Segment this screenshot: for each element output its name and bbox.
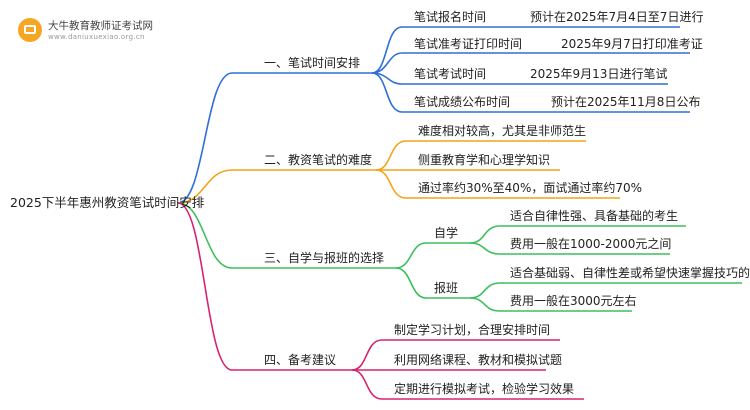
branch-1-label: 一、笔试时间安排 [264,56,361,70]
branch-2-lines [177,140,620,204]
branch-3-sub-1-item-2: 费用一般在1000-2000元之间 [510,237,672,251]
branch-4-item-3: 定期进行模拟考试，检验学习效果 [394,382,575,396]
branch-4-item-2: 利用网络课程、教材和模拟试题 [394,353,563,367]
branch-1-item-4-label: 笔试成绩公布时间 [414,95,511,109]
branch-1-item-3-label: 笔试考试时间 [414,67,487,81]
branch-3-label: 三、自学与报班的选择 [264,251,385,265]
branch-1-item-2-value: 2025年9月7日打印准考证 [561,37,703,51]
logo-title: 大牛教育教师证考试网 [48,20,153,32]
branch-1-item-1-label: 笔试报名时间 [414,10,487,24]
branch-2-item-2: 侧重教育学和心理学知识 [418,153,551,167]
branch-3-sub-2-item-1: 适合基础弱、自律性差或希望快速掌握技巧的考生 [510,266,750,280]
branch-3-lines [177,202,742,312]
branch-1-item-4-value: 预计在2025年11月8日公布 [551,95,701,109]
branch-3-sub-1-item-1: 适合自律性强、具备基础的考生 [510,209,679,223]
branch-3-sub-1-label: 自学 [434,226,459,240]
branch-4-item-1: 制定学习计划，合理安排时间 [394,323,551,337]
branch-1-item-3-value: 2025年9月13日进行笔试 [530,67,668,81]
branch-2-item-1: 难度相对较高，尤其是非师范生 [418,124,587,138]
branch-3-sub-2-item-2: 费用一般在3000元左右 [510,294,637,308]
site-logo: 大牛教育教师证考试网 www.daniuxuexiao.org.cn [14,12,164,46]
book-icon [18,18,42,42]
branch-4-label: 四、备考建议 [264,353,337,367]
branch-1-item-2-label: 笔试准考证打印时间 [414,37,523,51]
branch-1-lines [177,26,690,204]
branch-2-label: 二、教资笔试的难度 [264,153,373,167]
branch-3-sub-2-label: 报班 [434,281,459,295]
branch-1-item-1-value: 预计在2025年7月4日至7日进行 [530,10,704,24]
logo-url: www.daniuxuexiao.org.cn [48,33,145,41]
root-node: 2025下半年惠州教资笔试时间安排 [10,195,205,210]
branch-2-item-3: 通过率约30%至40%，面试通过率约70% [418,181,643,195]
branch-4-lines [177,202,584,400]
